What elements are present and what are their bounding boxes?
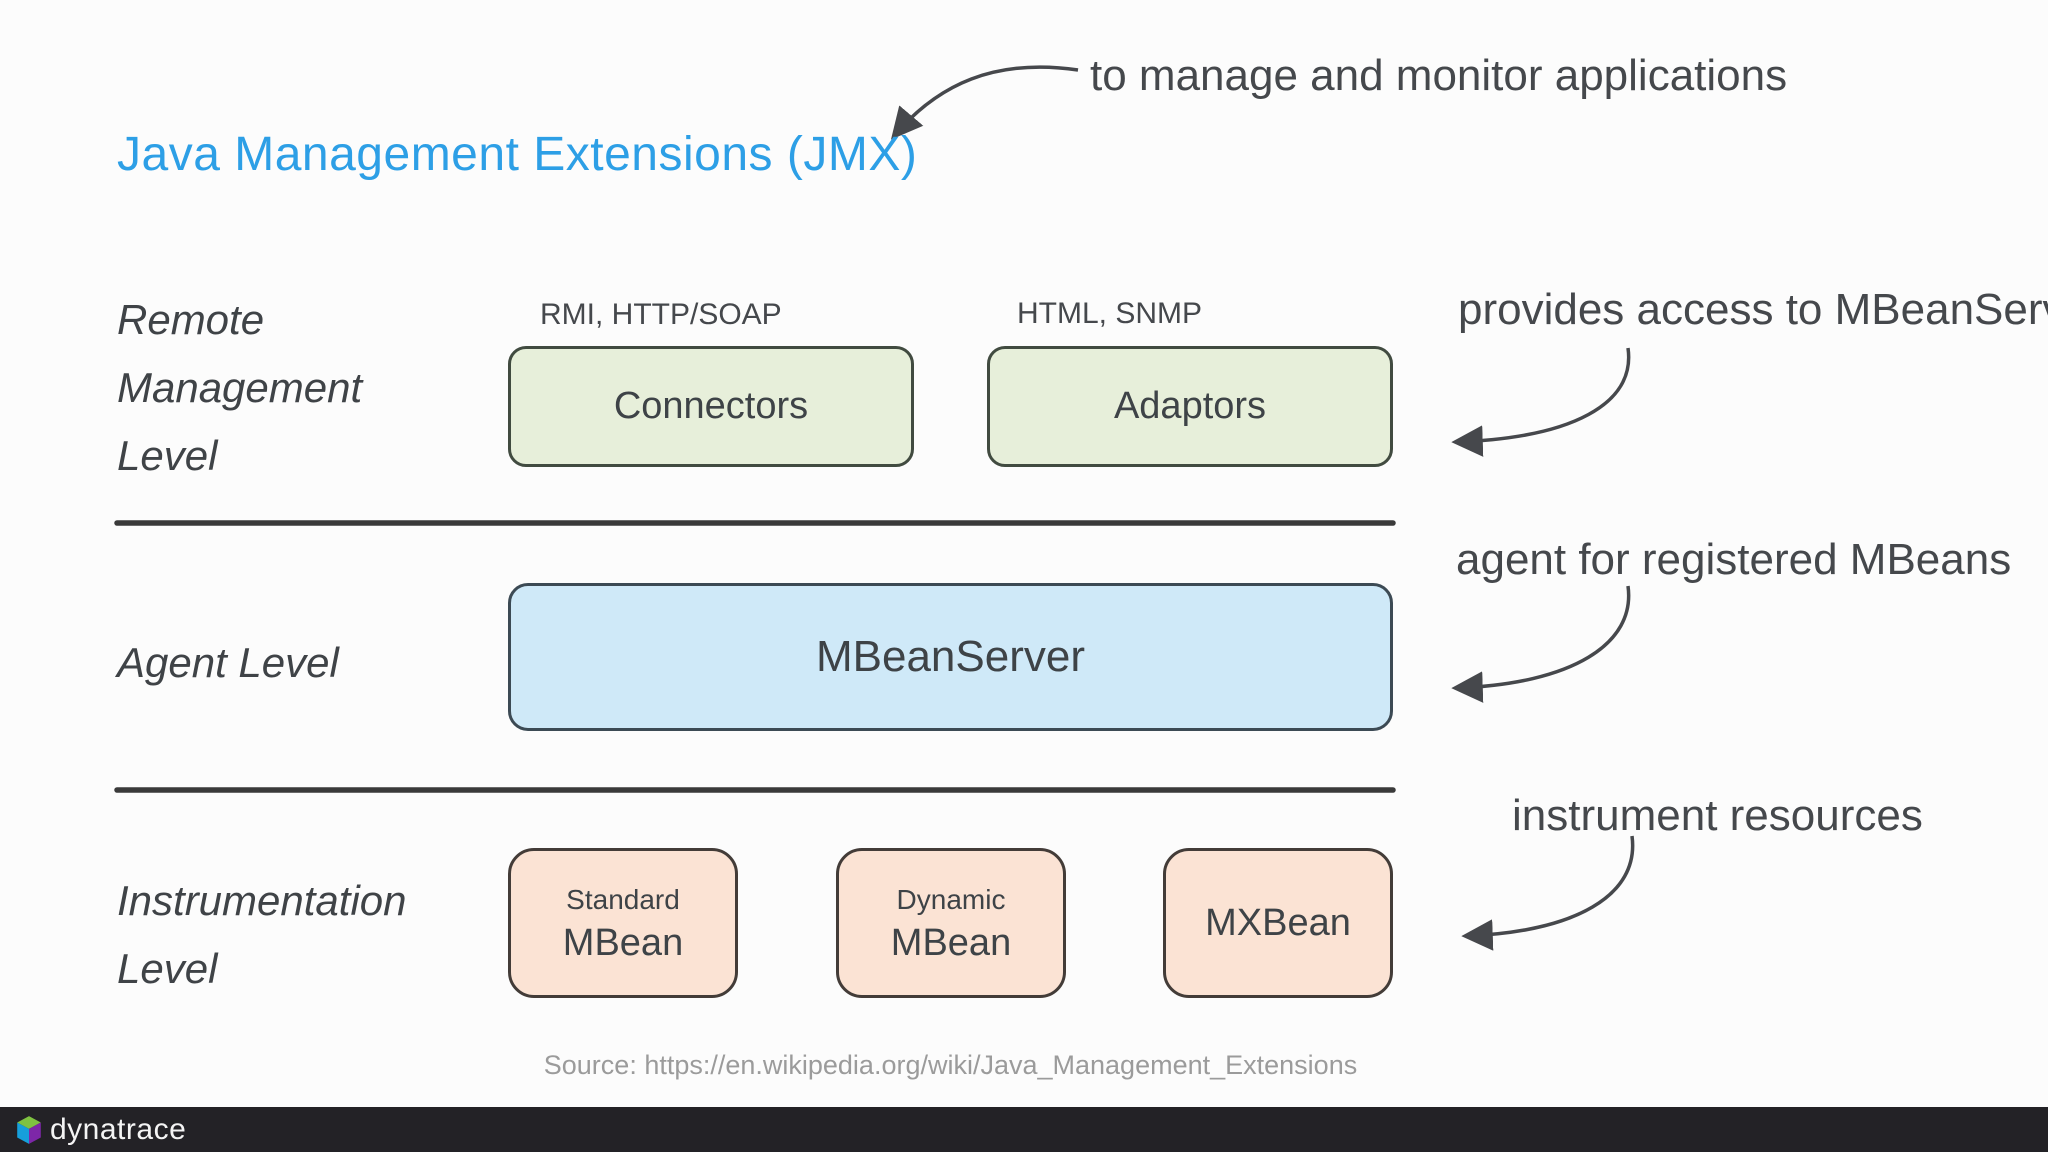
curved-arrow-to-title-icon (890, 65, 1079, 140)
level-label-agent: Agent Level (117, 629, 339, 697)
caption-connectors-protocols: RMI, HTTP/SOAP (540, 298, 782, 331)
box-mbeanserver: MBeanServer (508, 583, 1393, 731)
annotation-manage-monitor: to manage and monitor applications (1090, 51, 1788, 100)
annotation-instrument-resources: instrument resources (1512, 791, 1923, 840)
box-mxbean: MXBean (1163, 848, 1393, 998)
box-adaptors-label: Adaptors (1113, 385, 1267, 427)
box-adaptors: Adaptors (987, 346, 1393, 467)
box-standard-top-label: Standard (566, 884, 680, 915)
box-mbeanserver-label: MBeanServer (815, 632, 1085, 681)
box-mxbean-label: MXBean (1205, 902, 1351, 944)
dynatrace-wordmark: dynatrace (50, 1112, 187, 1146)
curved-arrow-to-mxbean-icon (1461, 835, 1635, 951)
box-connectors: Connectors (508, 346, 914, 467)
caption-adaptors-protocols: HTML, SNMP (1017, 297, 1203, 330)
curved-arrow-to-adaptors-icon (1451, 347, 1631, 457)
box-standard-main-label: MBean (562, 922, 684, 964)
annotation-provides-access: provides access to MBeanServer (1458, 285, 2048, 334)
box-dynamic-mbean: Dynamic MBean (836, 848, 1066, 998)
level-label-line: Agent Level (117, 639, 339, 686)
source-caption: Source: https://en.wikipedia.org/wiki/Ja… (543, 1050, 1358, 1080)
level-label-line: Management (117, 364, 363, 411)
level-label-line: Remote (117, 296, 265, 343)
box-dynamic-top-label: Dynamic (896, 884, 1006, 915)
annotation-agent-for-mbeans: agent for registered MBeans (1456, 535, 2012, 584)
level-label-line: Level (117, 945, 218, 992)
level-label-instrumentation: Instrumentation Level (117, 867, 407, 1003)
dynatrace-cube-icon (17, 1115, 41, 1144)
level-label-line: Level (117, 432, 218, 479)
slide-title: Java Management Extensions (JMX) (117, 128, 918, 181)
level-label-line: Instrumentation (117, 877, 407, 924)
box-connectors-label: Connectors (613, 385, 809, 427)
curved-arrow-to-mbeanserver-icon (1451, 585, 1631, 703)
level-label-remote-management: Remote Management Level (117, 286, 362, 490)
footer-bar: dynatrace (0, 1107, 2048, 1152)
box-dynamic-main-label: MBean (890, 922, 1012, 964)
box-standard-mbean: Standard MBean (508, 848, 738, 998)
